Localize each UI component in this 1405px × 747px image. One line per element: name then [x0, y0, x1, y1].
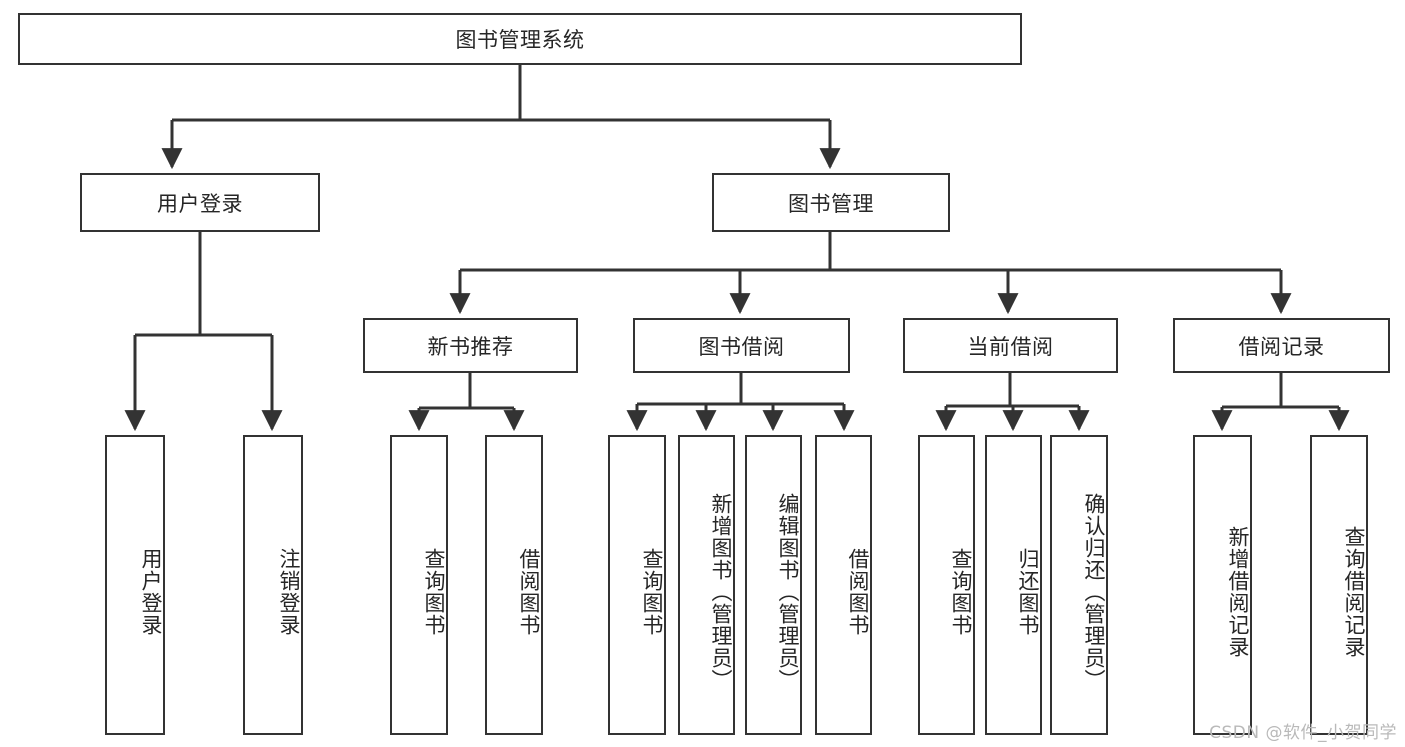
- leaf-add-borrow-record[interactable]: 新增借阅记录: [1193, 435, 1252, 735]
- leaf-logout-label: 注销登录: [277, 548, 301, 636]
- node-user-login[interactable]: 用户登录: [80, 173, 320, 232]
- leaf-confirm-return-admin-label: 确认归还（管理员）: [1082, 493, 1106, 691]
- leaf-edit-book-admin-label: 编辑图书（管理员）: [776, 493, 800, 691]
- leaf-query-book-borrow-label: 查询图书: [640, 548, 664, 636]
- node-current-borrow[interactable]: 当前借阅: [903, 318, 1118, 373]
- leaf-query-book-current-label: 查询图书: [949, 548, 973, 636]
- leaf-query-borrow-record[interactable]: 查询借阅记录: [1310, 435, 1368, 735]
- leaf-logout[interactable]: 注销登录: [243, 435, 303, 735]
- leaf-query-book-recommend-label: 查询图书: [422, 548, 446, 636]
- leaf-query-borrow-record-label: 查询借阅记录: [1342, 526, 1366, 658]
- leaf-borrow-book-recommend[interactable]: 借阅图书: [485, 435, 543, 735]
- leaf-user-login[interactable]: 用户登录: [105, 435, 165, 735]
- leaf-confirm-return-admin[interactable]: 确认归还（管理员）: [1050, 435, 1108, 735]
- node-book-management-label: 图书管理: [788, 191, 874, 216]
- node-root[interactable]: 图书管理系统: [18, 13, 1022, 65]
- leaf-user-login-label: 用户登录: [139, 548, 163, 636]
- node-borrow-record-label: 借阅记录: [1238, 334, 1325, 359]
- node-user-login-label: 用户登录: [157, 191, 243, 216]
- leaf-return-book-label: 归还图书: [1016, 548, 1040, 636]
- leaf-query-book-recommend[interactable]: 查询图书: [390, 435, 448, 735]
- leaf-add-borrow-record-label: 新增借阅记录: [1226, 526, 1250, 658]
- leaf-return-book[interactable]: 归还图书: [985, 435, 1042, 735]
- leaf-add-book-admin-label: 新增图书（管理员）: [709, 493, 733, 691]
- node-borrow-record[interactable]: 借阅记录: [1173, 318, 1390, 373]
- node-book-borrow-label: 图书借阅: [698, 334, 785, 359]
- node-root-label: 图书管理系统: [455, 28, 585, 52]
- leaf-add-book-admin[interactable]: 新增图书（管理员）: [678, 435, 735, 735]
- leaf-edit-book-admin[interactable]: 编辑图书（管理员）: [745, 435, 802, 735]
- leaf-borrow-book-label: 借阅图书: [846, 548, 870, 636]
- node-book-management[interactable]: 图书管理: [712, 173, 950, 232]
- watermark: CSDN @软件_小贺同学: [1209, 723, 1397, 743]
- leaf-borrow-book-recommend-label: 借阅图书: [517, 548, 541, 636]
- leaf-borrow-book[interactable]: 借阅图书: [815, 435, 872, 735]
- node-current-borrow-label: 当前借阅: [967, 334, 1054, 359]
- node-new-book-recommend-label: 新书推荐: [427, 334, 514, 359]
- node-new-book-recommend[interactable]: 新书推荐: [363, 318, 578, 373]
- node-book-borrow[interactable]: 图书借阅: [633, 318, 850, 373]
- leaf-query-book-current[interactable]: 查询图书: [918, 435, 975, 735]
- leaf-query-book-borrow[interactable]: 查询图书: [608, 435, 666, 735]
